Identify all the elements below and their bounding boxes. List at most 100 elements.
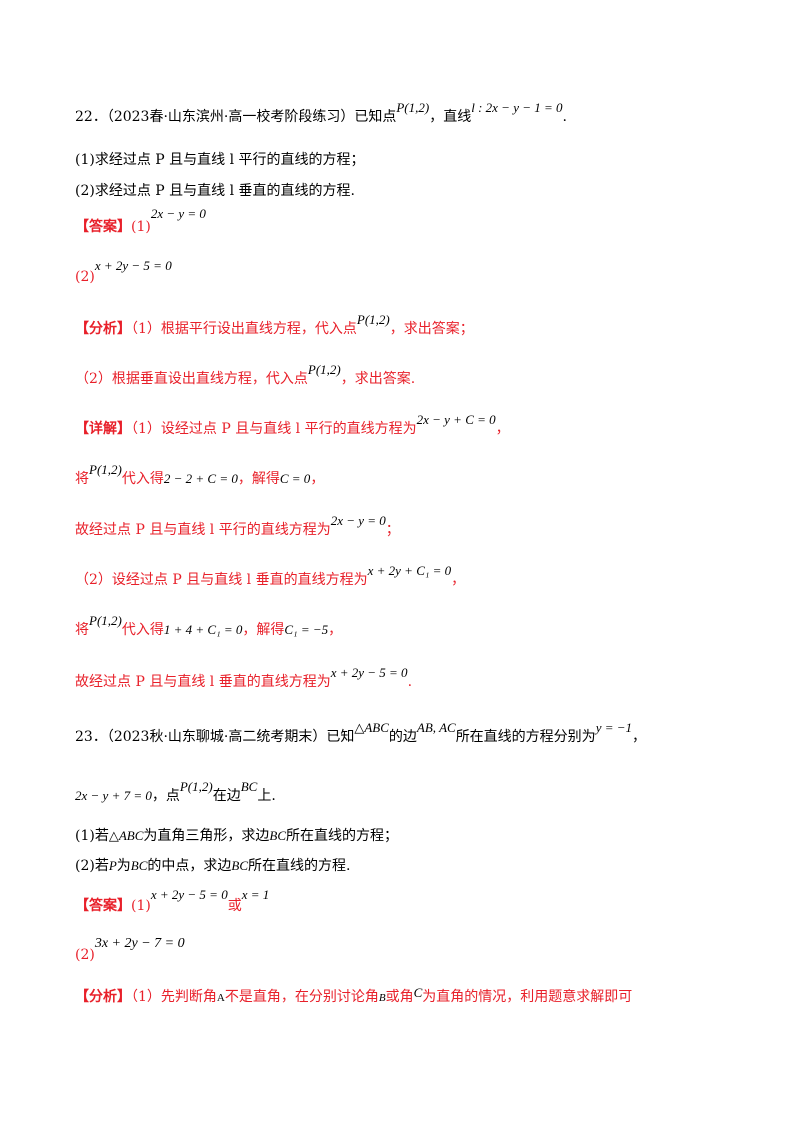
q22-number: 22．	[75, 109, 107, 125]
q22-mid: ，直线	[429, 109, 472, 125]
equation: y = −1	[595, 720, 633, 735]
text: 为	[116, 858, 131, 874]
equation: x + 2y − 5 = 0	[330, 665, 408, 680]
q22-answer-1: 【答案】(1)2x − y = 0	[75, 206, 206, 236]
q23-part2: (2)若P为BC的中点，求边BC所在直线的方程.	[75, 857, 351, 875]
text: ，	[495, 421, 510, 437]
analysis-label: 【分析】	[75, 321, 131, 337]
text: 所在直线的方程；	[286, 828, 399, 844]
text: ，求出答案.	[340, 371, 416, 387]
q22-detail-3: 故经过点 P 且与直线 l 平行的直线方程为2x − y = 0；	[75, 513, 400, 539]
equation: x = 1	[241, 887, 270, 902]
text: 故经过点 P 且与直线 l 垂直的直线方程为	[75, 674, 331, 690]
text: 不是直角，在分别讨论角	[224, 989, 379, 1005]
solution: C = 0	[279, 471, 311, 486]
q23-number: 23．	[75, 729, 107, 745]
q22-answer-1-eq: 2x − y = 0	[150, 206, 206, 221]
q22-detail-6: 故经过点 P 且与直线 l 垂直的直线方程为x + 2y − 5 = 0.	[75, 665, 413, 691]
text: （1）根据平行设出直线方程，代入点	[131, 321, 357, 337]
text: 或角	[385, 989, 414, 1005]
q22-line-l: l : 2x − y − 1 = 0	[471, 100, 563, 115]
q23-analysis: 【分析】（1）先判断角A不是直角，在分别讨论角B或角C为直角的情况，利用题意求解…	[75, 985, 633, 1007]
answer-tag: (2)	[75, 947, 95, 963]
text: ，解得	[242, 622, 285, 638]
text: 为直角的情况，利用题意求解即可	[422, 989, 633, 1005]
point-p: P	[108, 858, 117, 873]
equation: 2x − y + C = 0	[416, 412, 496, 427]
text: 代入得	[121, 622, 164, 638]
q23-answer-1: 【答案】(1)x + 2y − 5 = 0或x = 1	[75, 887, 269, 915]
point-p: P(1,2)	[356, 312, 390, 327]
q22-analysis-2: （2）根据垂直设出直线方程，代入点P(1,2)，求出答案.	[75, 362, 416, 388]
q22-detail-4: （2）设经过点 P 且与直线 l 垂直的直线方程为x + 2y + C₁ = 0…	[75, 563, 466, 589]
angle-c: C	[413, 985, 423, 1000]
text: （2）设经过点 P 且与直线 l 垂直的直线方程为	[75, 572, 368, 588]
equation: 3x + 2y − 7 = 0	[94, 936, 185, 951]
text: 为直角三角形，求边	[143, 828, 270, 844]
text: (1)若	[75, 828, 109, 844]
text: 的边	[388, 729, 417, 745]
text: ，	[451, 572, 466, 588]
text: ，	[328, 622, 343, 638]
text: （1）设经过点 P 且与直线 l 平行的直线方程为	[131, 421, 417, 437]
q22-analysis-1: 【分析】（1）根据平行设出直线方程，代入点P(1,2)，求出答案；	[75, 312, 474, 338]
text: 故经过点 P 且与直线 l 平行的直线方程为	[75, 522, 331, 538]
answer-label: 【答案】	[75, 898, 131, 914]
text: 将	[75, 471, 89, 487]
q22-detail-5: 将P(1,2)代入得1 + 4 + C₁ = 0，解得C₁ = −5，	[75, 613, 343, 639]
angle-b: B	[378, 992, 386, 1004]
analysis-label: 【分析】	[75, 989, 131, 1005]
angle-a: A	[216, 992, 225, 1004]
text: 在边	[212, 788, 241, 804]
equation: 2 − 2 + C = 0	[163, 471, 238, 486]
q22-answer-2: (2)x + 2y − 5 = 0	[75, 258, 172, 286]
q22-source: （2023春·山东滨州·高一校考阶段练习）已知点	[106, 109, 397, 125]
solution: C₁ = −5	[284, 622, 329, 637]
text: ，解得	[237, 471, 280, 487]
text: （2）根据垂直设出直线方程，代入点	[75, 371, 308, 387]
sides: AB, AC	[416, 720, 456, 735]
text: .	[407, 674, 413, 690]
q23-answer-2: (2)3x + 2y − 7 = 0	[75, 936, 185, 965]
text: (2)若	[75, 858, 109, 874]
answer-tag: (1)	[131, 219, 151, 235]
q22-point-p: P(1,2)	[396, 100, 430, 115]
text: ，	[632, 729, 647, 745]
text: 或	[227, 898, 242, 914]
triangle: △ABC	[354, 720, 389, 735]
side-bc: BC	[269, 828, 287, 843]
side-bc: BC	[231, 858, 249, 873]
answer-label: 【答案】	[75, 219, 131, 235]
point-p: P(1,2)	[89, 462, 122, 477]
text: ；	[385, 522, 400, 538]
text: ，求出答案；	[389, 321, 474, 337]
equation: 1 + 4 + C₁ = 0	[163, 622, 243, 637]
point-p: P(1,2)	[179, 779, 213, 794]
q22-answer-2-eq: x + 2y − 5 = 0	[94, 258, 172, 273]
text: ，点	[151, 788, 180, 804]
q22-part2: (2)求经过点 P 且与直线 l 垂直的直线的方程.	[75, 183, 355, 199]
side-bc: BC	[240, 779, 258, 794]
answer-tag: (2)	[75, 269, 95, 285]
text: 上.	[257, 788, 276, 804]
equation: 2x − y + 7 = 0	[75, 788, 152, 803]
text: 代入得	[121, 471, 164, 487]
q23-part1: (1)若△ABC为直角三角形，求边BC所在直线的方程；	[75, 827, 398, 845]
text: 所在直线的方程.	[248, 858, 351, 874]
detail-label: 【详解】	[75, 421, 131, 437]
q22-stem: 22．（2023春·山东滨州·高一校考阶段练习）已知点P(1,2)，直线l : …	[75, 100, 567, 126]
q22-part1: (1)求经过点 P 且与直线 l 平行的直线的方程；	[75, 152, 365, 168]
equation: 2x − y = 0	[330, 513, 386, 528]
point-p: P(1,2)	[307, 362, 341, 377]
text: 的中点，求边	[147, 858, 232, 874]
text: ，	[310, 471, 325, 487]
triangle: △ABC	[108, 828, 144, 843]
equation: x + 2y + C₁ = 0	[367, 563, 452, 578]
q22-end: .	[562, 109, 567, 125]
equation: x + 2y − 5 = 0	[150, 887, 228, 902]
q23-source: （2023秋·山东聊城·高二统考期末）已知	[106, 729, 355, 745]
text: 将	[75, 622, 89, 638]
point-p: P(1,2)	[89, 613, 122, 628]
side-bc: BC	[130, 858, 148, 873]
q22-detail-2: 将P(1,2)代入得2 − 2 + C = 0，解得C = 0，	[75, 462, 325, 488]
